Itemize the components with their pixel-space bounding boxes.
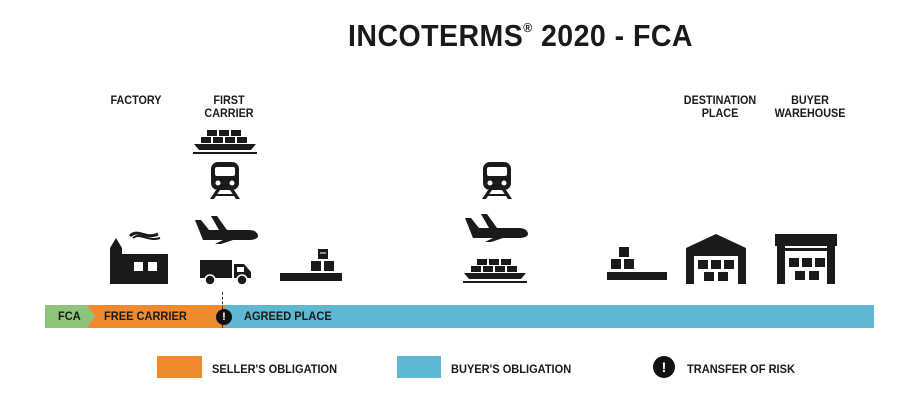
buyer-legend-label: BUYER'S OBLIGATION — [451, 362, 572, 376]
risk-legend-icon: ! — [653, 356, 675, 378]
warehouse-icon-2 — [775, 232, 837, 284]
pallet-icon — [278, 247, 344, 283]
seller-legend-swatch — [157, 356, 202, 378]
seller-legend-label: SELLER'S OBLIGATION — [212, 362, 338, 376]
transfer-of-risk-marker: ! — [216, 309, 232, 325]
pallet-icon-2 — [605, 245, 669, 283]
free-carrier-label: FREE CARRIER — [104, 309, 187, 323]
factory-icon — [108, 226, 170, 284]
factory-label: FACTORY — [110, 93, 162, 107]
buyer-warehouse-label: BUYER WAREHOUSE — [774, 93, 846, 120]
plane-icon — [193, 214, 259, 244]
warehouse-icon — [684, 232, 748, 284]
truck-icon — [198, 256, 252, 286]
seller-obligation-bar — [85, 305, 225, 328]
buyer-legend-swatch — [397, 356, 441, 378]
destination-place-label: DESTINATION PLACE — [683, 93, 757, 120]
page-title: INCOTERMS® 2020 - FCA — [348, 18, 693, 53]
ship-icon-2 — [463, 257, 527, 283]
train-icon — [208, 162, 242, 200]
buyer-obligation-bar — [222, 305, 874, 328]
plane-icon-2 — [463, 212, 529, 242]
first-carrier-label: FIRST CARRIER — [204, 93, 254, 120]
risk-legend-label: TRANSFER OF RISK — [687, 362, 795, 376]
ship-icon — [193, 128, 257, 154]
train-icon-2 — [480, 162, 514, 200]
fca-label: FCA — [58, 309, 81, 323]
agreed-place-label: AGREED PLACE — [244, 309, 332, 323]
fca-segment — [45, 305, 95, 328]
